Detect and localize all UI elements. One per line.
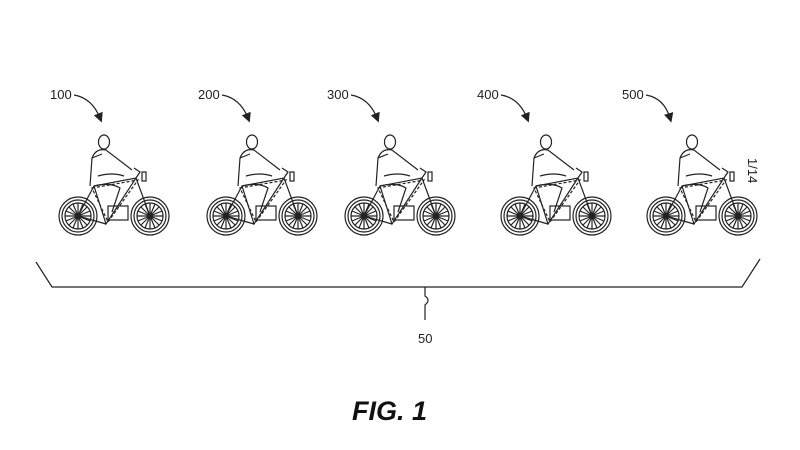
reference-label: 300: [327, 87, 349, 102]
bike-with-rider-illustration: [59, 135, 169, 235]
group-bracket: [35, 258, 761, 288]
reference-arrow: [73, 94, 103, 123]
bracket-leader-line: [424, 287, 429, 320]
vehicle-300: 300: [327, 87, 455, 235]
reference-label: 400: [477, 87, 499, 102]
reference-arrow: [645, 94, 674, 123]
reference-arrow: [500, 94, 530, 123]
vehicle-200: 200: [198, 87, 317, 235]
bike-with-rider-illustration: [501, 135, 611, 235]
vehicle-500: 500: [622, 87, 757, 235]
group-reference-label: 50: [418, 331, 432, 346]
reference-label: 500: [622, 87, 644, 102]
sheet-number: 1/14: [745, 158, 760, 183]
vehicle-400: 400: [477, 87, 611, 235]
reference-arrow: [221, 94, 251, 123]
vehicle-100: 100: [50, 87, 169, 235]
reference-arrow: [350, 94, 380, 123]
reference-label: 100: [50, 87, 72, 102]
bike-with-rider-illustration: [647, 135, 757, 235]
reference-label: 200: [198, 87, 220, 102]
bike-with-rider-illustration: [207, 135, 317, 235]
figure-label: FIG. 1: [352, 396, 427, 426]
bike-with-rider-illustration: [345, 135, 455, 235]
